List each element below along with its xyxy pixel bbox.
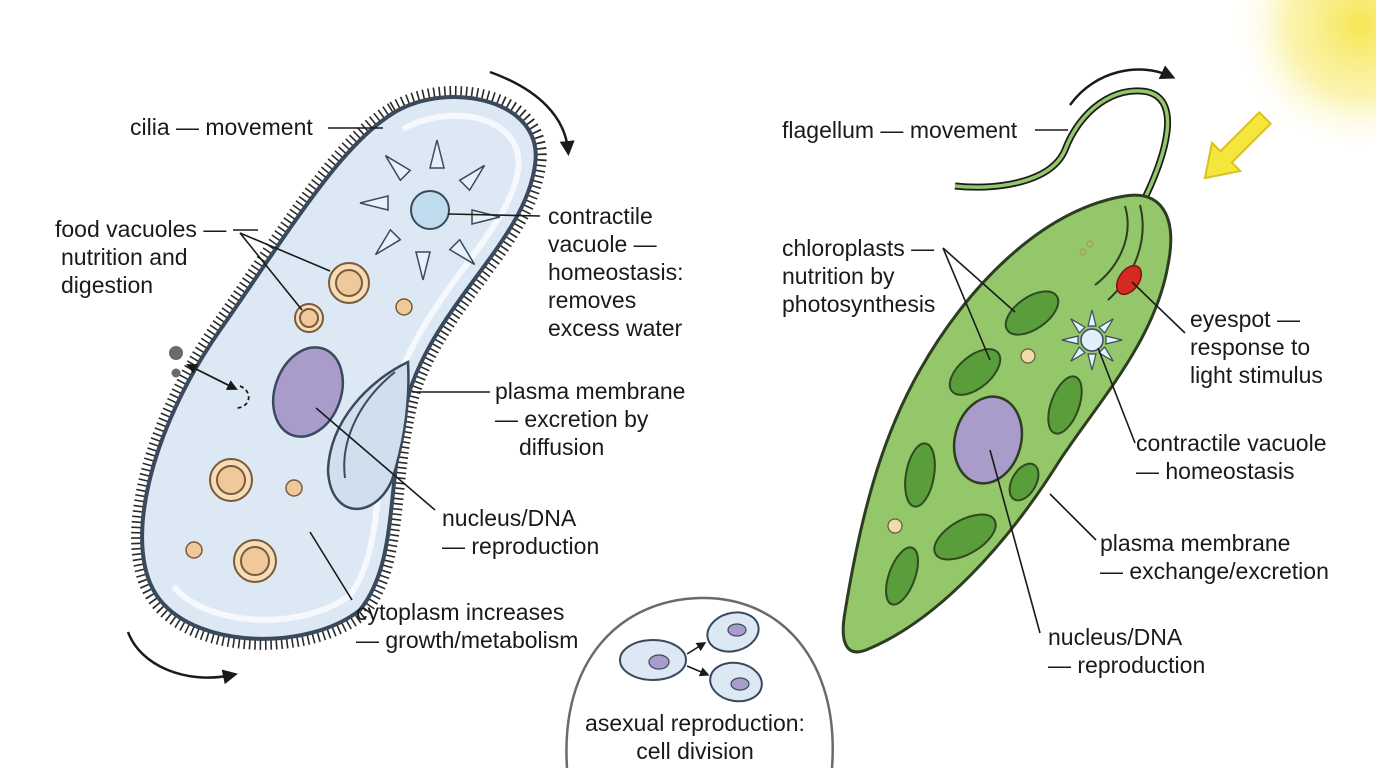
label-line: asexual reproduction: xyxy=(585,710,805,736)
chloroplasts xyxy=(885,290,1083,606)
label-line: nutrition and xyxy=(61,244,188,270)
euglena-leader-lines xyxy=(942,129,1186,634)
paramecium xyxy=(131,86,547,650)
label-line: food vacuoles — xyxy=(55,216,227,242)
label-eyespot: eyespot — response to light stimulus xyxy=(1190,305,1323,389)
label-flagellum-line: flagellum — movement xyxy=(782,117,1018,143)
rotation-arrow-bottom xyxy=(126,631,238,685)
label-line: — exchange/excretion xyxy=(1100,558,1329,584)
rotation-arrow-top xyxy=(489,70,575,156)
label-line: eyespot — xyxy=(1190,306,1300,332)
label-chloroplasts: chloroplasts — nutrition by photosynthes… xyxy=(782,234,935,318)
label-line: excess water xyxy=(548,315,683,341)
label-line: nucleus/DNA xyxy=(442,505,577,531)
label-line: removes xyxy=(548,287,637,313)
paramecium-nucleus xyxy=(271,346,345,438)
label-flagellum: flagellum — movement xyxy=(782,116,1017,144)
label-line: chloroplasts — xyxy=(782,235,935,261)
label-line: — reproduction xyxy=(1048,652,1206,678)
label-cilia-line: cilia — movement xyxy=(130,114,313,140)
euglena-nucleus xyxy=(952,395,1024,485)
label-line: — homeostasis xyxy=(1136,458,1295,484)
euglena-contractile-vacuole xyxy=(1061,309,1123,371)
label-euglena-plasma-membrane: plasma membrane — exchange/excretion xyxy=(1100,529,1329,585)
label-euglena-nucleus: nucleus/DNA — reproduction xyxy=(1048,623,1205,679)
label-line: homeostasis: xyxy=(548,259,684,285)
label-line: response to xyxy=(1190,334,1311,360)
label-line: cell division xyxy=(636,738,754,764)
label-cilia: cilia — movement xyxy=(130,113,313,141)
label-line: contractile vacuole xyxy=(1136,430,1327,456)
contractile-vacuole xyxy=(359,139,501,281)
paramecium-leader-lines xyxy=(233,127,541,601)
label-line: cytoplasm increases xyxy=(356,599,565,625)
label-food-vacuoles: food vacuoles — nutrition and digestion xyxy=(55,215,226,299)
flagellum-motion-arrow xyxy=(1068,65,1176,106)
label-reproduction: asexual reproduction: cell division xyxy=(570,709,820,765)
label-line: — excretion by xyxy=(495,406,649,432)
label-line: plasma membrane xyxy=(1100,530,1291,556)
label-line: nutrition by xyxy=(782,263,895,289)
label-line: light stimulus xyxy=(1190,362,1323,388)
eyespot xyxy=(1115,264,1143,296)
label-cytoplasm: cytoplasm increases — growth/metabolism xyxy=(356,598,578,654)
label-paramecium-nucleus: nucleus/DNA — reproduction xyxy=(442,504,599,560)
euglena xyxy=(841,87,1173,654)
reproduction-inset xyxy=(565,596,834,768)
label-line: plasma membrane xyxy=(495,378,686,404)
food-vacuoles xyxy=(185,262,413,583)
label-line: contractile xyxy=(548,203,653,229)
oral-groove xyxy=(326,360,410,510)
label-line: diffusion xyxy=(519,434,605,460)
label-paramecium-plasma-membrane: plasma membrane — excretion by diffusion xyxy=(495,377,685,461)
light-source xyxy=(1230,0,1376,155)
label-line: — growth/metabolism xyxy=(356,627,579,653)
label-contractile-vacuole: contractile vacuole — homeostasis: remov… xyxy=(548,202,684,342)
light-arrow xyxy=(1203,110,1273,180)
label-euglena-contractile-vacuole: contractile vacuole — homeostasis xyxy=(1136,429,1327,485)
label-line: nucleus/DNA xyxy=(1048,624,1183,650)
label-line: digestion xyxy=(61,272,154,298)
label-line: — reproduction xyxy=(442,533,600,559)
label-line: photosynthesis xyxy=(782,291,936,317)
label-line: vacuole — xyxy=(548,231,657,257)
